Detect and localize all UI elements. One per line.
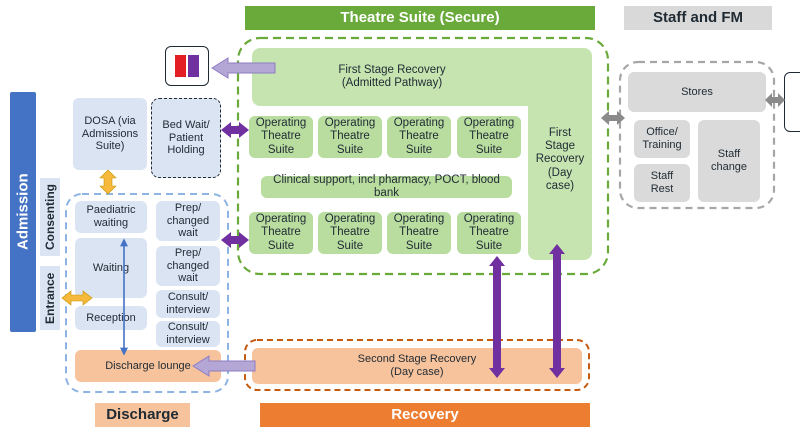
purple-door-icon: [188, 55, 199, 77]
paediatric-waiting: Paediatric waiting: [75, 201, 147, 233]
admission-outline: [65, 193, 229, 393]
purple-arrow-day-recovery: [549, 244, 565, 378]
purple-arrow-bedwait: [221, 122, 249, 138]
lilac-arrow-to-lounge: [192, 355, 256, 377]
lilac-arrow-to-icon: [211, 57, 276, 79]
dosa: DOSA (via Admissions Suite): [73, 98, 147, 170]
operating-theatre-2: Operating Theatre Suite: [318, 116, 382, 158]
clinical-support: Clinical support, incl pharmacy, POCT, b…: [261, 174, 512, 199]
staff-change: Staff change: [698, 120, 760, 202]
stores: Stores: [628, 72, 766, 112]
operating-theatre-7: Operating Theatre Suite: [387, 212, 451, 254]
recovery-outline: [244, 339, 590, 391]
consult-interview-2: Consult/ interview: [156, 321, 220, 347]
yellow-arrow-dosa: [99, 169, 117, 195]
recovery-header: Recovery: [260, 403, 590, 427]
waiting: Waiting: [75, 238, 147, 298]
prep-wait-1: Prep/ changed wait: [156, 201, 220, 241]
second-stage-recovery: Second Stage Recovery (Day case): [252, 348, 582, 384]
staff-fm-header: Staff and FM: [624, 6, 772, 30]
purple-arrow-theatre-recovery: [489, 256, 505, 378]
operating-theatre-6: Operating Theatre Suite: [318, 212, 382, 254]
first-stage-recovery-day: First Stage Recovery (Day case): [528, 60, 592, 260]
operating-theatre-4: Operating Theatre Suite: [457, 116, 521, 158]
prep-wait-2: Prep/ changed wait: [156, 246, 220, 286]
staff-rest: Staff Rest: [634, 164, 690, 202]
office-training: Office/ Training: [634, 120, 690, 158]
entrance-doors-icon: [165, 46, 209, 86]
external-box-edge: [784, 72, 800, 132]
staff-outline: [618, 60, 776, 210]
yellow-arrow-entrance: [61, 290, 93, 306]
theatre-suite-header: Theatre Suite (Secure): [245, 6, 595, 30]
discharge-header: Discharge: [95, 403, 190, 427]
grey-arrow-external: [765, 93, 785, 107]
operating-theatre-3: Operating Theatre Suite: [387, 116, 451, 158]
operating-theatre-8: Operating Theatre Suite: [457, 212, 521, 254]
grey-arrow-staff: [601, 111, 625, 125]
operating-theatre-5: Operating Theatre Suite: [249, 212, 313, 254]
consult-interview-1: Consult/ interview: [156, 290, 220, 318]
operating-theatre-1: Operating Theatre Suite: [249, 116, 313, 158]
bed-wait-holding: Bed Wait/ Patient Holding: [151, 98, 221, 178]
purple-arrow-prep: [221, 232, 249, 248]
red-door-icon: [175, 55, 186, 77]
theatre-outline: [236, 36, 610, 276]
